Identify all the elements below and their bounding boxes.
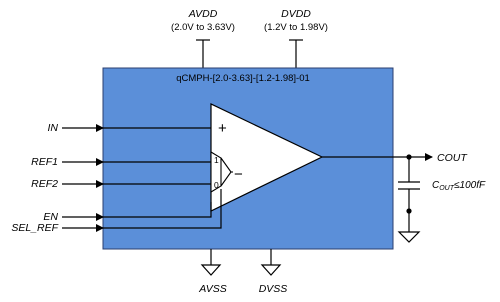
chip-name: qCMPH-[2.0-3.63]-[1.2-1.98]-01 xyxy=(176,73,310,84)
sel-ref-wire xyxy=(103,189,222,229)
minus-sign: − xyxy=(234,166,243,183)
internal-wires xyxy=(103,127,222,229)
input-in-label: IN xyxy=(48,122,59,134)
input-sel-ref-label: SEL_REF xyxy=(11,222,58,234)
dvdd-range-label: (1.2V to 1.98V) xyxy=(264,22,328,33)
dvss-label: DVSS xyxy=(259,283,288,295)
input-en-label: EN xyxy=(43,211,58,223)
avss-label: AVSS xyxy=(198,283,226,295)
avss-ground-icon xyxy=(200,249,222,276)
plus-sign: + xyxy=(218,120,227,137)
cap-ground-icon xyxy=(397,231,421,243)
output-label: COUT xyxy=(437,152,468,164)
capacitor-icon xyxy=(398,157,420,232)
input-ref1-label: REF1 xyxy=(31,156,58,168)
avdd-pin xyxy=(196,39,210,68)
input-ref2-label: REF2 xyxy=(31,178,58,190)
dvdd-label: DVDD xyxy=(281,8,311,20)
mux-input-0-label: 0 xyxy=(214,180,219,190)
dvdd-pin xyxy=(289,39,303,68)
load-cap-label: COUT≤100fF xyxy=(432,180,486,192)
cap-node xyxy=(406,208,412,214)
avdd-range-label: (2.0V to 3.63V) xyxy=(171,22,235,33)
dvss-ground-icon xyxy=(260,249,282,276)
input-arrows xyxy=(62,124,104,232)
mux-input-1-label: 1 xyxy=(214,155,219,165)
en-wire xyxy=(103,202,212,218)
avdd-label: AVDD xyxy=(188,8,218,20)
